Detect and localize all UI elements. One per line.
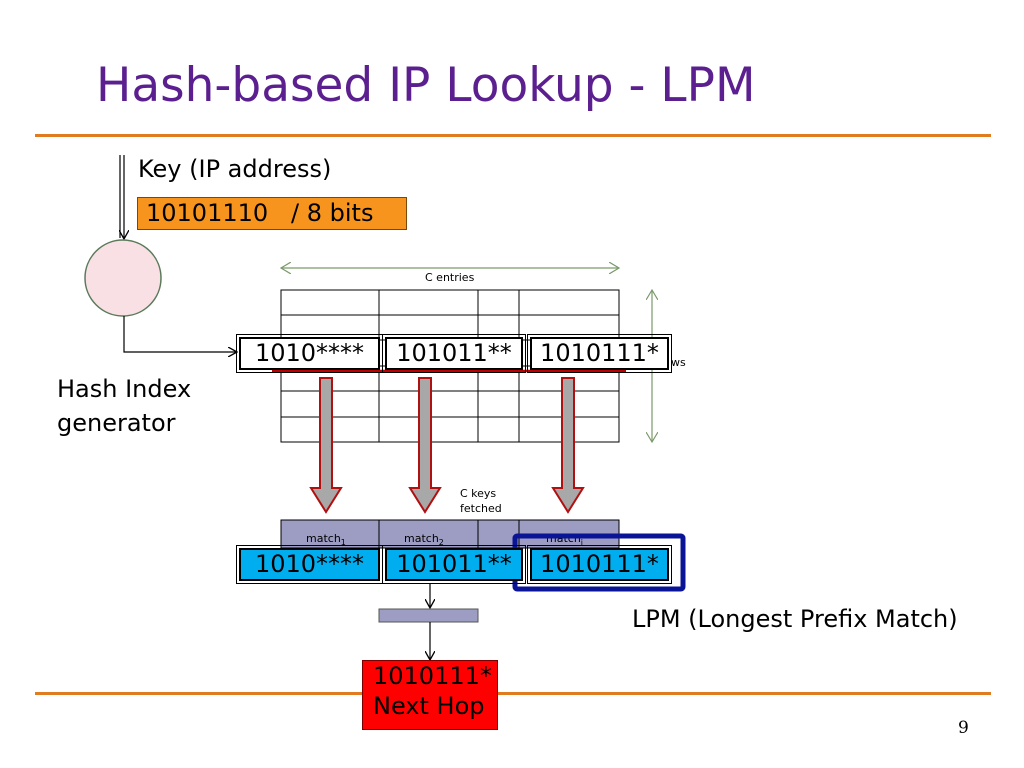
match-slot-2: match2	[404, 532, 444, 547]
hash-to-table-arrow	[123, 316, 236, 352]
title-divider	[35, 134, 991, 137]
lpm-comparator	[378, 608, 479, 623]
lpm-label: LPM (Longest Prefix Match)	[632, 605, 958, 633]
page-number: 9	[958, 718, 969, 738]
fetch-label-line1: C keys	[460, 487, 496, 500]
hash-generator-label: Hash Index generator	[57, 372, 191, 440]
result-prefix: 1010111*	[373, 662, 492, 690]
key-value-box: 10101110 / 8 bits	[137, 197, 407, 230]
next-hop-result: 1010111* Next Hop	[362, 660, 498, 730]
footer-divider	[35, 692, 991, 695]
matched-entry-1: 1010****	[236, 545, 383, 584]
matched-entry-3: 1010111*	[527, 545, 672, 584]
fetch-label-line2: fetched	[460, 502, 502, 515]
fetch-arrow-2	[408, 377, 442, 514]
rows-label-fragment: ws	[671, 356, 686, 369]
fetched-entry-1: 1010****	[236, 334, 383, 373]
page-title: Hash-based IP Lookup - LPM	[96, 58, 756, 113]
hash-label-line1: Hash Index	[57, 375, 192, 403]
match-slot-1: match1	[306, 532, 346, 547]
fetch-arrow-1	[309, 377, 343, 514]
key-label: Key (IP address)	[138, 155, 332, 183]
hash-generator-circle	[84, 239, 162, 317]
fetch-arrow-3	[551, 377, 585, 514]
matched-entry-2: 101011**	[382, 545, 526, 584]
entries-label: C entries	[425, 271, 475, 284]
hash-label-line2: generator	[57, 409, 176, 437]
result-next-hop: Next Hop	[373, 692, 485, 720]
fetched-entry-3: 1010111*	[527, 334, 672, 373]
match-row	[280, 519, 620, 549]
fetched-entry-2: 101011**	[382, 334, 526, 373]
